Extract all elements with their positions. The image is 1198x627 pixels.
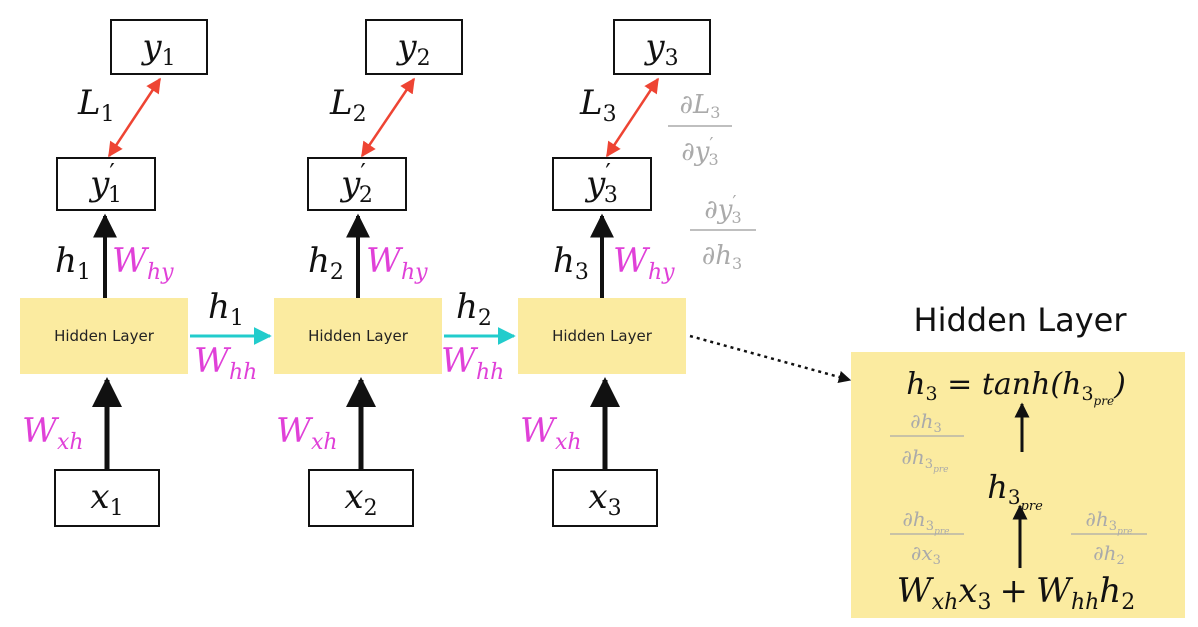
gradient-dy-dh: ∂y′3 ∂h3 [690,192,756,273]
gradient-dL-dy-denominator: ∂y′3 [681,134,718,169]
input-box-3 [552,469,658,527]
detail-connector-arrow [689,334,852,384]
detail-linear-combination: Wxhx3+Whhh2 [897,571,1135,615]
detail-pre-activation: h3pre [987,468,1043,514]
input-box-2 [308,469,414,527]
weight-hy-label-1: Why [112,241,174,285]
loss-label-1: L1 [77,83,115,127]
gradient-dL-dy-numerator: ∂L3 [680,90,721,122]
hidden-layer-label-3: Hidden Layer [552,327,653,345]
hidden-layer-box-3 [518,298,686,374]
gradient-dy-dh-numerator: ∂y′3 [704,192,741,227]
hidden-state-label-1: h1 [55,241,91,285]
time-step-2: y2 L2 y′2 h2 Why Hidden Layer Wxh x2 [274,19,463,527]
output-box-3 [613,19,711,75]
output-label-1: y1 [140,27,175,71]
detail-gradient-h-numerator: ∂h3pre [1086,507,1133,537]
detail-gradient-h: ∂h3pre ∂h2 [1071,507,1147,568]
prediction-box-2 [307,157,407,211]
input-label-2: x2 [344,477,377,521]
recurrent-hidden-label-1: h1 [208,287,244,331]
hidden-layer-box-2 [274,298,442,374]
loss-arrow-2 [360,77,416,158]
weight-hh-label-1: Whh [194,341,257,385]
weight-hy-label-3: Why [613,241,675,285]
detail-gradient-tanh-numerator: ∂h3 [910,409,942,436]
prediction-label-1: y′1 [88,159,122,208]
recurrent-connection-1: h1 Whh [190,287,272,385]
gradient-dL-dy: ∂L3 ∂y′3 [668,90,732,169]
detail-title: Hidden Layer [914,301,1128,339]
detail-gradient-tanh: ∂h3 ∂h3pre [890,409,964,475]
detail-gradient-x-denominator: ∂x3 [911,541,941,568]
weight-xh-label-2: Wxh [276,411,338,455]
recurrent-hidden-label-2: h2 [456,287,492,331]
loss-label-2: L2 [329,83,367,127]
time-step-1: y1 L1 y′1 h1 Why Hidden Layer Wxh x1 [20,19,208,527]
loss-label-3: L3 [579,83,617,127]
loss-arrow-3 [605,77,660,158]
input-label-1: x1 [90,477,123,521]
detail-gradient-tanh-denominator: ∂h3pre [902,445,949,475]
weight-xh-label-3: Wxh [520,411,582,455]
hidden-layer-label-1: Hidden Layer [54,327,155,345]
input-box-1 [54,469,160,527]
detail-gradient-x: ∂h3pre ∂x3 [890,507,964,568]
gradient-dy-dh-denominator: ∂h3 [702,241,742,273]
output-box-1 [110,19,208,75]
detail-panel [851,352,1185,618]
recurrent-connection-2: h2 Whh [441,287,516,385]
hidden-state-label-2: h2 [308,241,344,285]
prediction-box-3 [552,157,652,211]
output-label-3: y3 [643,27,678,71]
loss-arrow-1 [107,77,162,158]
hidden-layer-label-2: Hidden Layer [308,327,409,345]
weight-hh-label-2: Whh [441,341,504,385]
weight-xh-label-1: Wxh [22,411,84,455]
prediction-label-2: y′2 [339,159,373,208]
detail-gradient-x-numerator: ∂h3pre [903,507,950,537]
prediction-label-3: y′3 [584,159,618,208]
output-label-2: y2 [395,27,430,71]
hidden-layer-detail: Hidden Layer h3 = tanh(h3pre) h3pre Wxhx… [851,301,1185,618]
hidden-layer-box-1 [20,298,188,374]
detail-tanh-equation: h3 = tanh(h3pre) [906,367,1126,408]
hidden-state-label-3: h3 [553,241,589,285]
input-label-3: x3 [588,477,621,521]
output-box-2 [365,19,463,75]
time-step-3: y3 L3 y′3 h3 Why Hidden Layer Wxh x3 [518,19,711,527]
prediction-box-1 [56,157,156,211]
weight-hy-label-2: Why [366,241,428,285]
detail-gradient-h-denominator: ∂h2 [1093,541,1125,568]
